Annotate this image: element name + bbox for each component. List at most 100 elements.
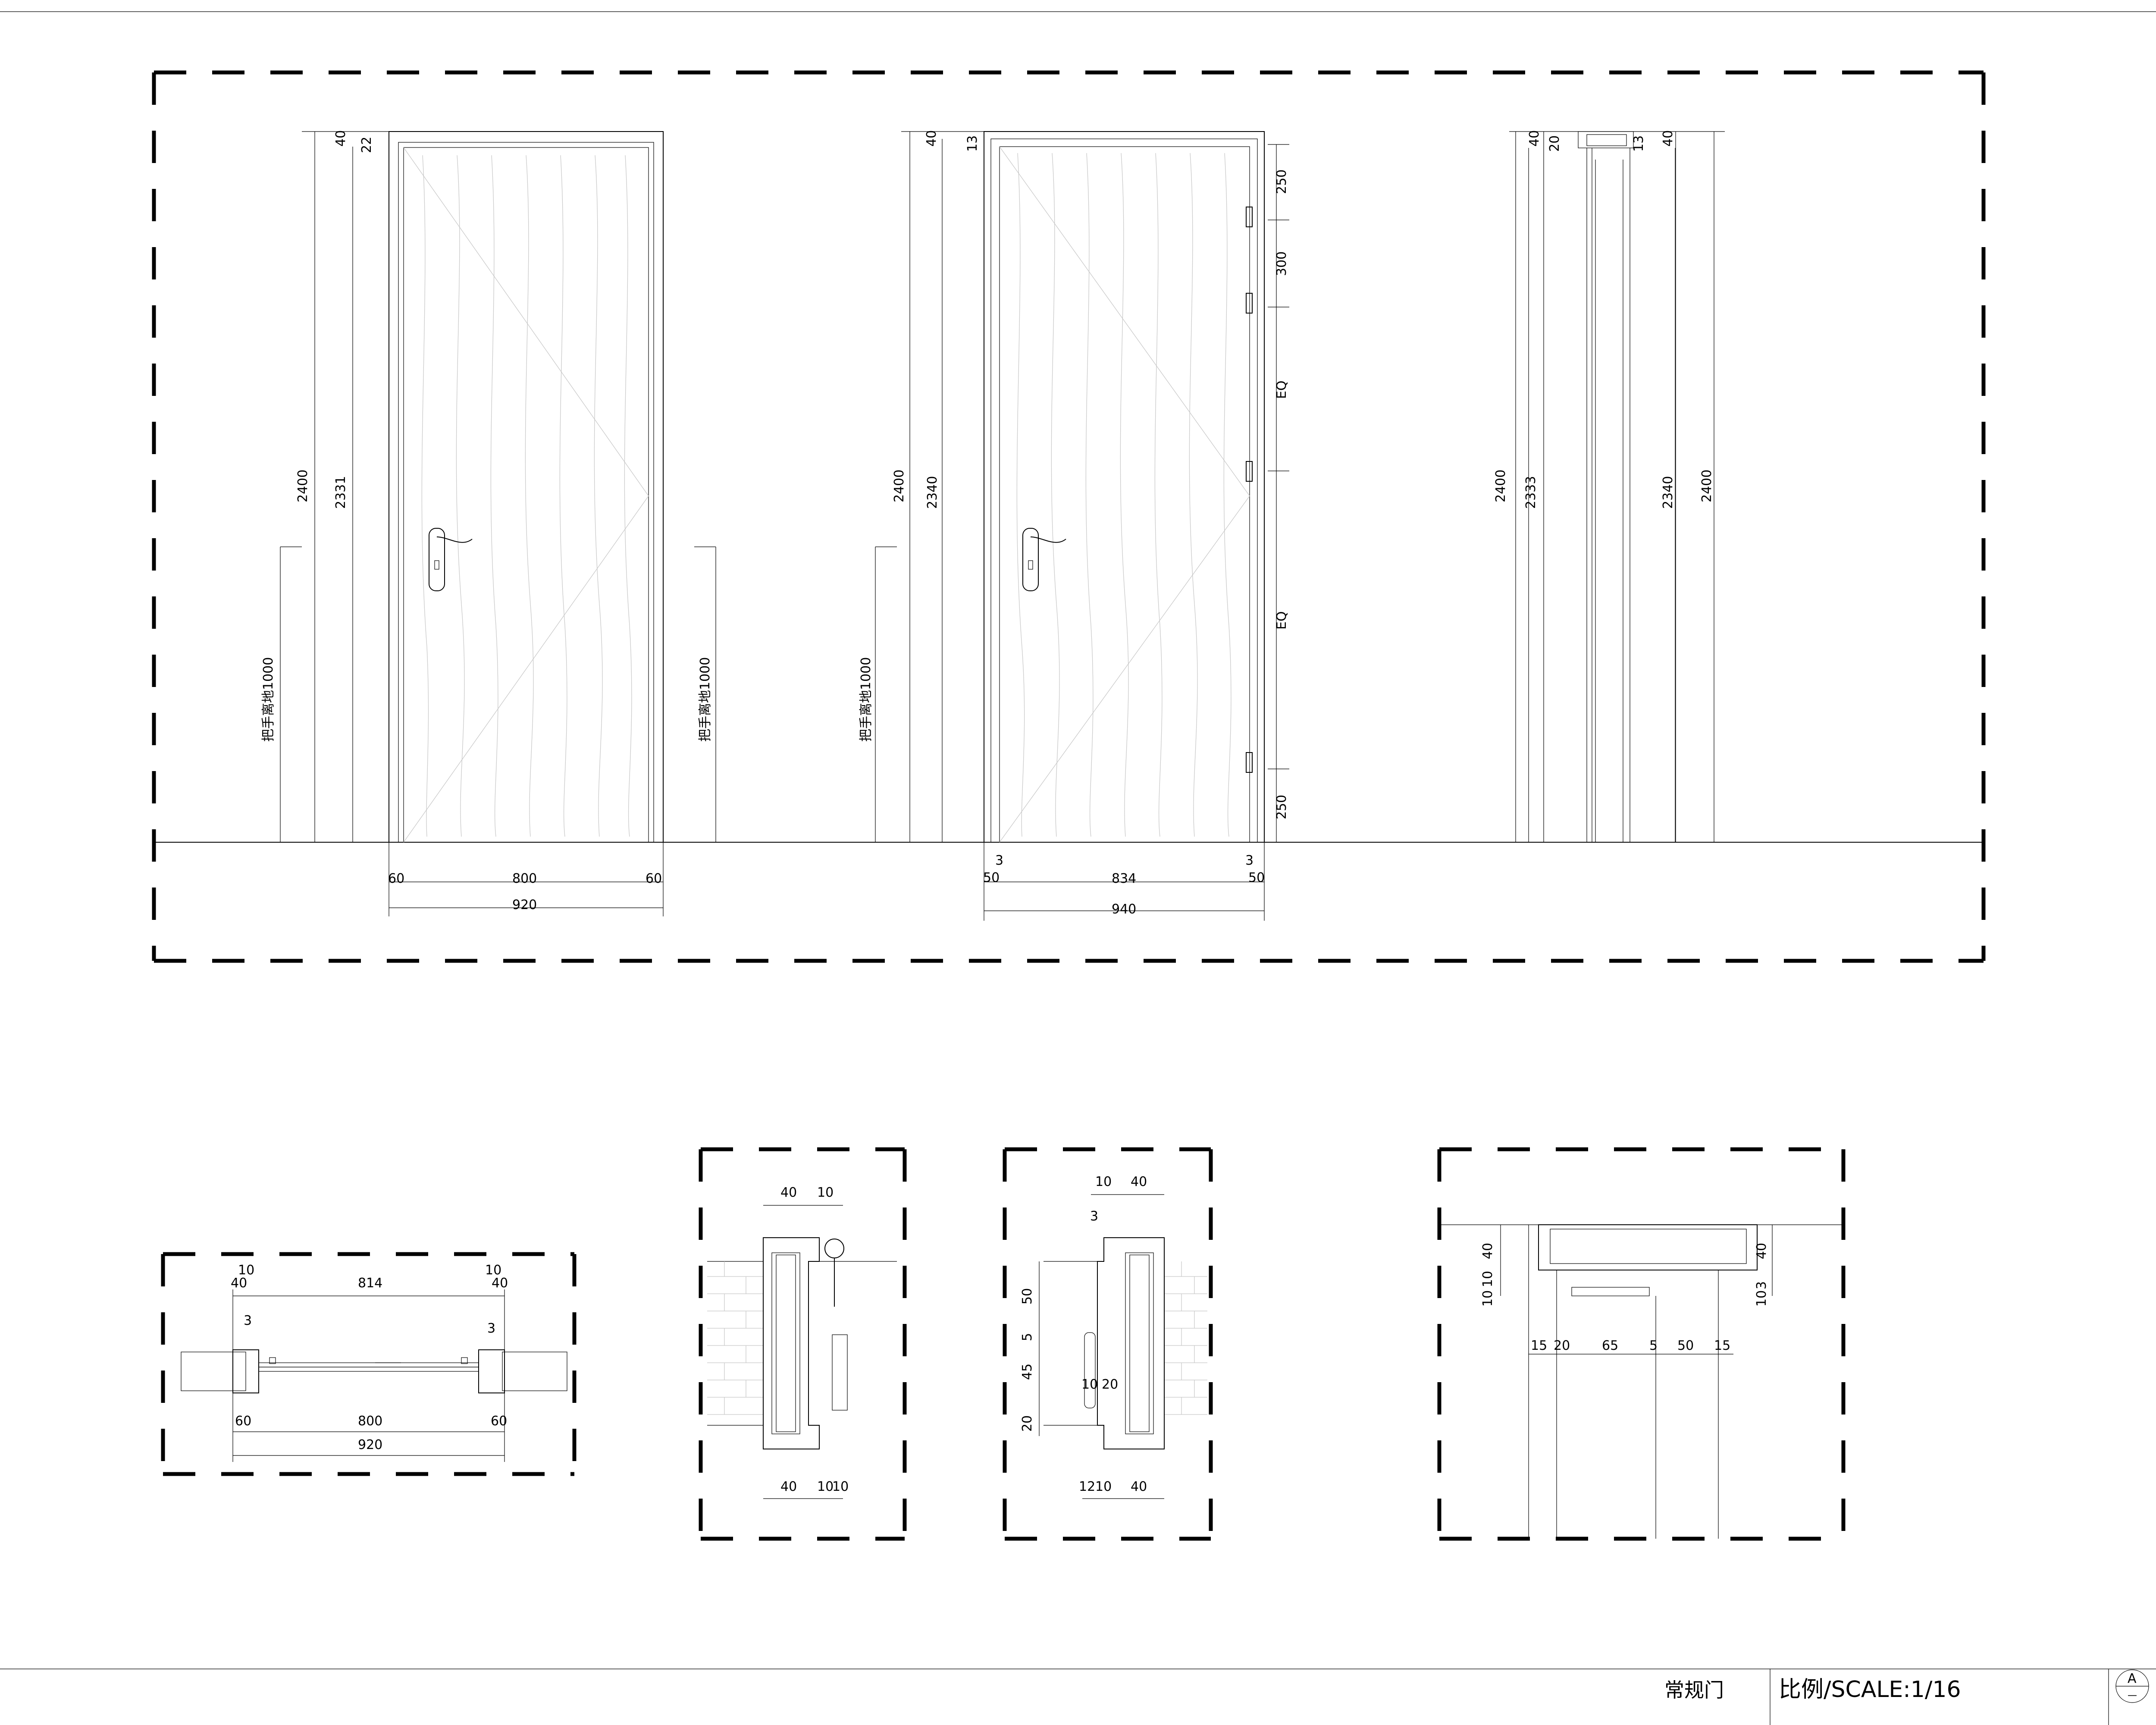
- dim-2400-b: 2400: [892, 470, 907, 502]
- dim-40: 40: [333, 130, 348, 147]
- d3-b-5: 5: [1649, 1338, 1658, 1353]
- handle-height-label-right: 把手离地1000: [859, 657, 874, 742]
- detail-2-frame: [1003, 1147, 1213, 1541]
- dim-3-left: 3: [995, 853, 1003, 868]
- d3-b-15a: 15: [1531, 1338, 1547, 1353]
- d3-right-3: 3: [1754, 1281, 1769, 1289]
- dim-60-left: 60: [388, 871, 404, 886]
- plan-dim-3-right: 3: [487, 1321, 495, 1336]
- dim-940: 940: [1112, 902, 1136, 917]
- plan-section: [181, 1349, 567, 1393]
- plan-dim-10-left: 10: [238, 1263, 254, 1278]
- title-block: 常规门 比例/SCALE:1/16 A —: [1664, 1669, 2149, 1703]
- brick-wall-pattern-2: [1164, 1261, 1207, 1415]
- dim-800: 800: [512, 871, 537, 886]
- dim-2340-b: 2340: [1661, 476, 1676, 509]
- d2-bottom-10: 10: [1095, 1479, 1112, 1494]
- dim-40-b: 40: [924, 130, 939, 147]
- dim-2400-c: 2400: [1493, 470, 1508, 502]
- d2-top-40: 40: [1131, 1174, 1147, 1189]
- plan-dim-814: 814: [358, 1276, 382, 1291]
- dims-detail-3: [1500, 1225, 1773, 1355]
- dim-40-d: 40: [1661, 130, 1676, 147]
- hinge-dim-eq-1: EQ: [1274, 380, 1289, 399]
- dim-2400-d: 2400: [1699, 470, 1714, 502]
- d3-b-15b: 15: [1714, 1338, 1730, 1353]
- plan-dim-3-left: 3: [244, 1313, 252, 1328]
- detail-3: [1439, 1224, 1843, 1539]
- door-elevation-inside: [984, 131, 1265, 843]
- scale-label: 比例/SCALE:1/16: [1779, 1677, 1961, 1703]
- door-handle: [429, 528, 473, 591]
- dim-920: 920: [512, 897, 537, 913]
- dims-detail-1: [763, 1205, 843, 1499]
- d1-bottom-40: 40: [780, 1479, 797, 1494]
- d3-b-20: 20: [1554, 1338, 1570, 1353]
- elevation-frame: [152, 70, 1986, 963]
- d2-top-10: 10: [1095, 1174, 1112, 1189]
- d2-side-5: 5: [1020, 1333, 1035, 1341]
- drawing-name: 常规门: [1664, 1678, 1724, 1702]
- dims-side-elevation: [1509, 131, 1725, 842]
- wood-grain-pattern-2: [999, 146, 1250, 843]
- dims-elevation-inside: [875, 131, 1289, 921]
- d1-bottom-10b: 10: [832, 1479, 849, 1494]
- hinge-dim-250-bottom: 250: [1274, 795, 1289, 819]
- sheet-mark-bottom: —: [2128, 1690, 2137, 1701]
- d3-left-10a: 10: [1480, 1271, 1495, 1287]
- d2-bottom-12: 12: [1079, 1479, 1095, 1494]
- dim-2340: 2340: [925, 476, 940, 509]
- plan-dim-10-right: 10: [485, 1263, 501, 1278]
- d3-b-50: 50: [1677, 1338, 1694, 1353]
- dims-plan: [232, 1289, 505, 1462]
- d2-mid-10: 10: [1081, 1377, 1098, 1392]
- dim-2400: 2400: [295, 470, 310, 502]
- d1-top-10: 10: [817, 1185, 834, 1200]
- d3-left-40: 40: [1480, 1243, 1495, 1259]
- door-handle-2: [1022, 528, 1066, 591]
- dim-2331: 2331: [333, 476, 348, 509]
- dim-13: 13: [965, 135, 980, 152]
- hinge-dim-250-top: 250: [1274, 169, 1289, 194]
- plan-dim-40-right: 40: [492, 1276, 508, 1291]
- hinges: [1246, 207, 1253, 773]
- dim-50-right: 50: [1248, 870, 1265, 885]
- door-elevation-outside: [389, 131, 664, 843]
- plan-dim-60-left: 60: [235, 1414, 251, 1429]
- d2-side-45: 45: [1020, 1364, 1035, 1380]
- dim-22: 22: [359, 137, 374, 153]
- wood-grain-pattern: [403, 147, 649, 843]
- d1-top-40: 40: [780, 1185, 797, 1200]
- dim-20: 20: [1547, 135, 1562, 152]
- door-side-elevation: [1543, 131, 1676, 842]
- handle-height-label-mid: 把手离地1000: [698, 657, 713, 742]
- d3-left-10b: 10: [1480, 1290, 1495, 1307]
- dim-2333: 2333: [1523, 476, 1539, 509]
- dim-834: 834: [1112, 871, 1136, 886]
- d2-side-50: 50: [1020, 1288, 1035, 1305]
- d2-side-20: 20: [1020, 1415, 1035, 1432]
- dim-3-right: 3: [1245, 853, 1253, 868]
- plan-frame: [161, 1252, 577, 1476]
- dim-60-right: 60: [646, 871, 662, 886]
- detail-3-frame: [1437, 1147, 1846, 1541]
- brick-wall-pattern: [707, 1261, 763, 1415]
- plan-dim-800: 800: [358, 1414, 382, 1429]
- plan-dim-60-right: 60: [491, 1414, 507, 1429]
- hinge-dim-eq-2: EQ: [1274, 611, 1289, 630]
- d2-top-3: 3: [1090, 1209, 1098, 1224]
- handle-height-label-left: 把手离地1000: [261, 657, 276, 742]
- d3-right-10: 10: [1754, 1290, 1769, 1307]
- d3-right-40: 40: [1754, 1243, 1769, 1259]
- sheet-mark-top: A: [2128, 1671, 2137, 1686]
- plan-dim-920: 920: [358, 1437, 382, 1452]
- dim-50-left: 50: [983, 870, 1000, 885]
- d2-bottom-40: 40: [1131, 1479, 1147, 1494]
- d3-b-65: 65: [1602, 1338, 1618, 1353]
- detail-1: [707, 1237, 897, 1449]
- dims-elevation-outside: [280, 131, 716, 916]
- detail-1-frame: [699, 1147, 907, 1541]
- dim-13-b: 13: [1631, 135, 1646, 152]
- dim-40-c: 40: [1527, 130, 1542, 147]
